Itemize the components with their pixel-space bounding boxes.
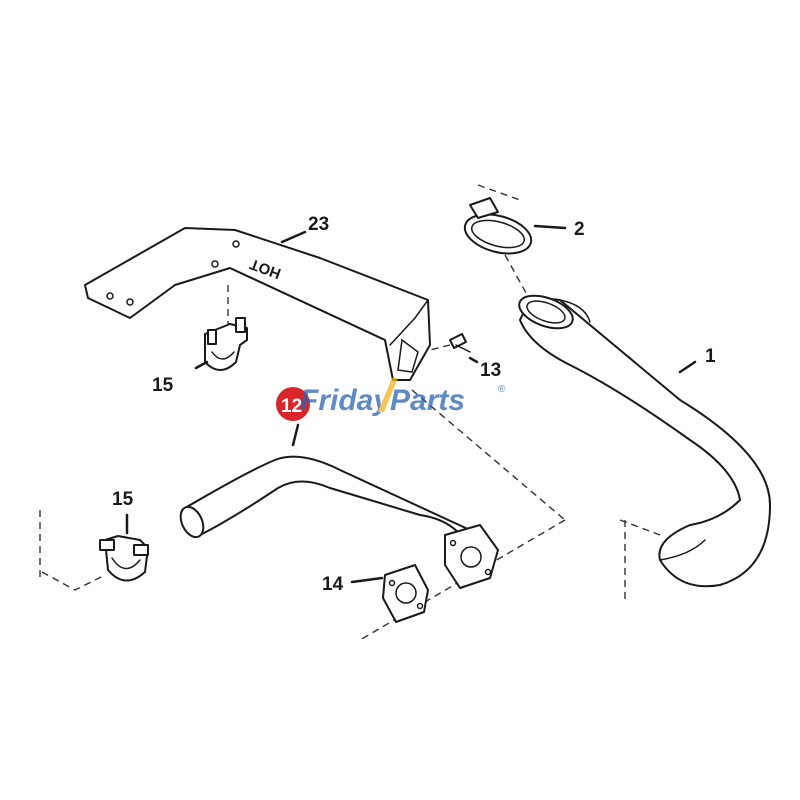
u-clamp-upper [204,317,248,371]
callout-23: 23 [308,214,329,235]
callout-labels: 23 2 1 13 15 15 14 [112,214,716,595]
heat-shield-bracket: HOT [84,227,431,381]
watermark-registered: ® [498,384,506,395]
watermark-part2: Parts [390,384,465,417]
watermark-part1: Friday [300,384,391,417]
svg-text:FridayParts: FridayParts [300,384,465,417]
highlighted-callout-12: 12 [276,387,310,421]
exhaust-pipe [179,455,499,589]
watermark-logo: FridayParts ® [300,378,506,417]
callout-1: 1 [705,346,716,367]
bolt [449,333,471,353]
callout-15-lower: 15 [112,489,134,510]
callout-2: 2 [574,219,585,240]
watermark-slash [378,378,398,412]
callout-15-upper: 15 [152,375,174,396]
callout-14: 14 [322,574,344,595]
large-curved-hose [518,294,771,588]
callout-13: 13 [480,360,501,381]
leader-lines [125,224,697,584]
gasket [382,564,429,623]
hose-clamp [463,197,533,255]
u-clamp-lower [99,535,149,582]
highlight-badge [276,387,310,421]
callout-12: 12 [281,396,302,417]
